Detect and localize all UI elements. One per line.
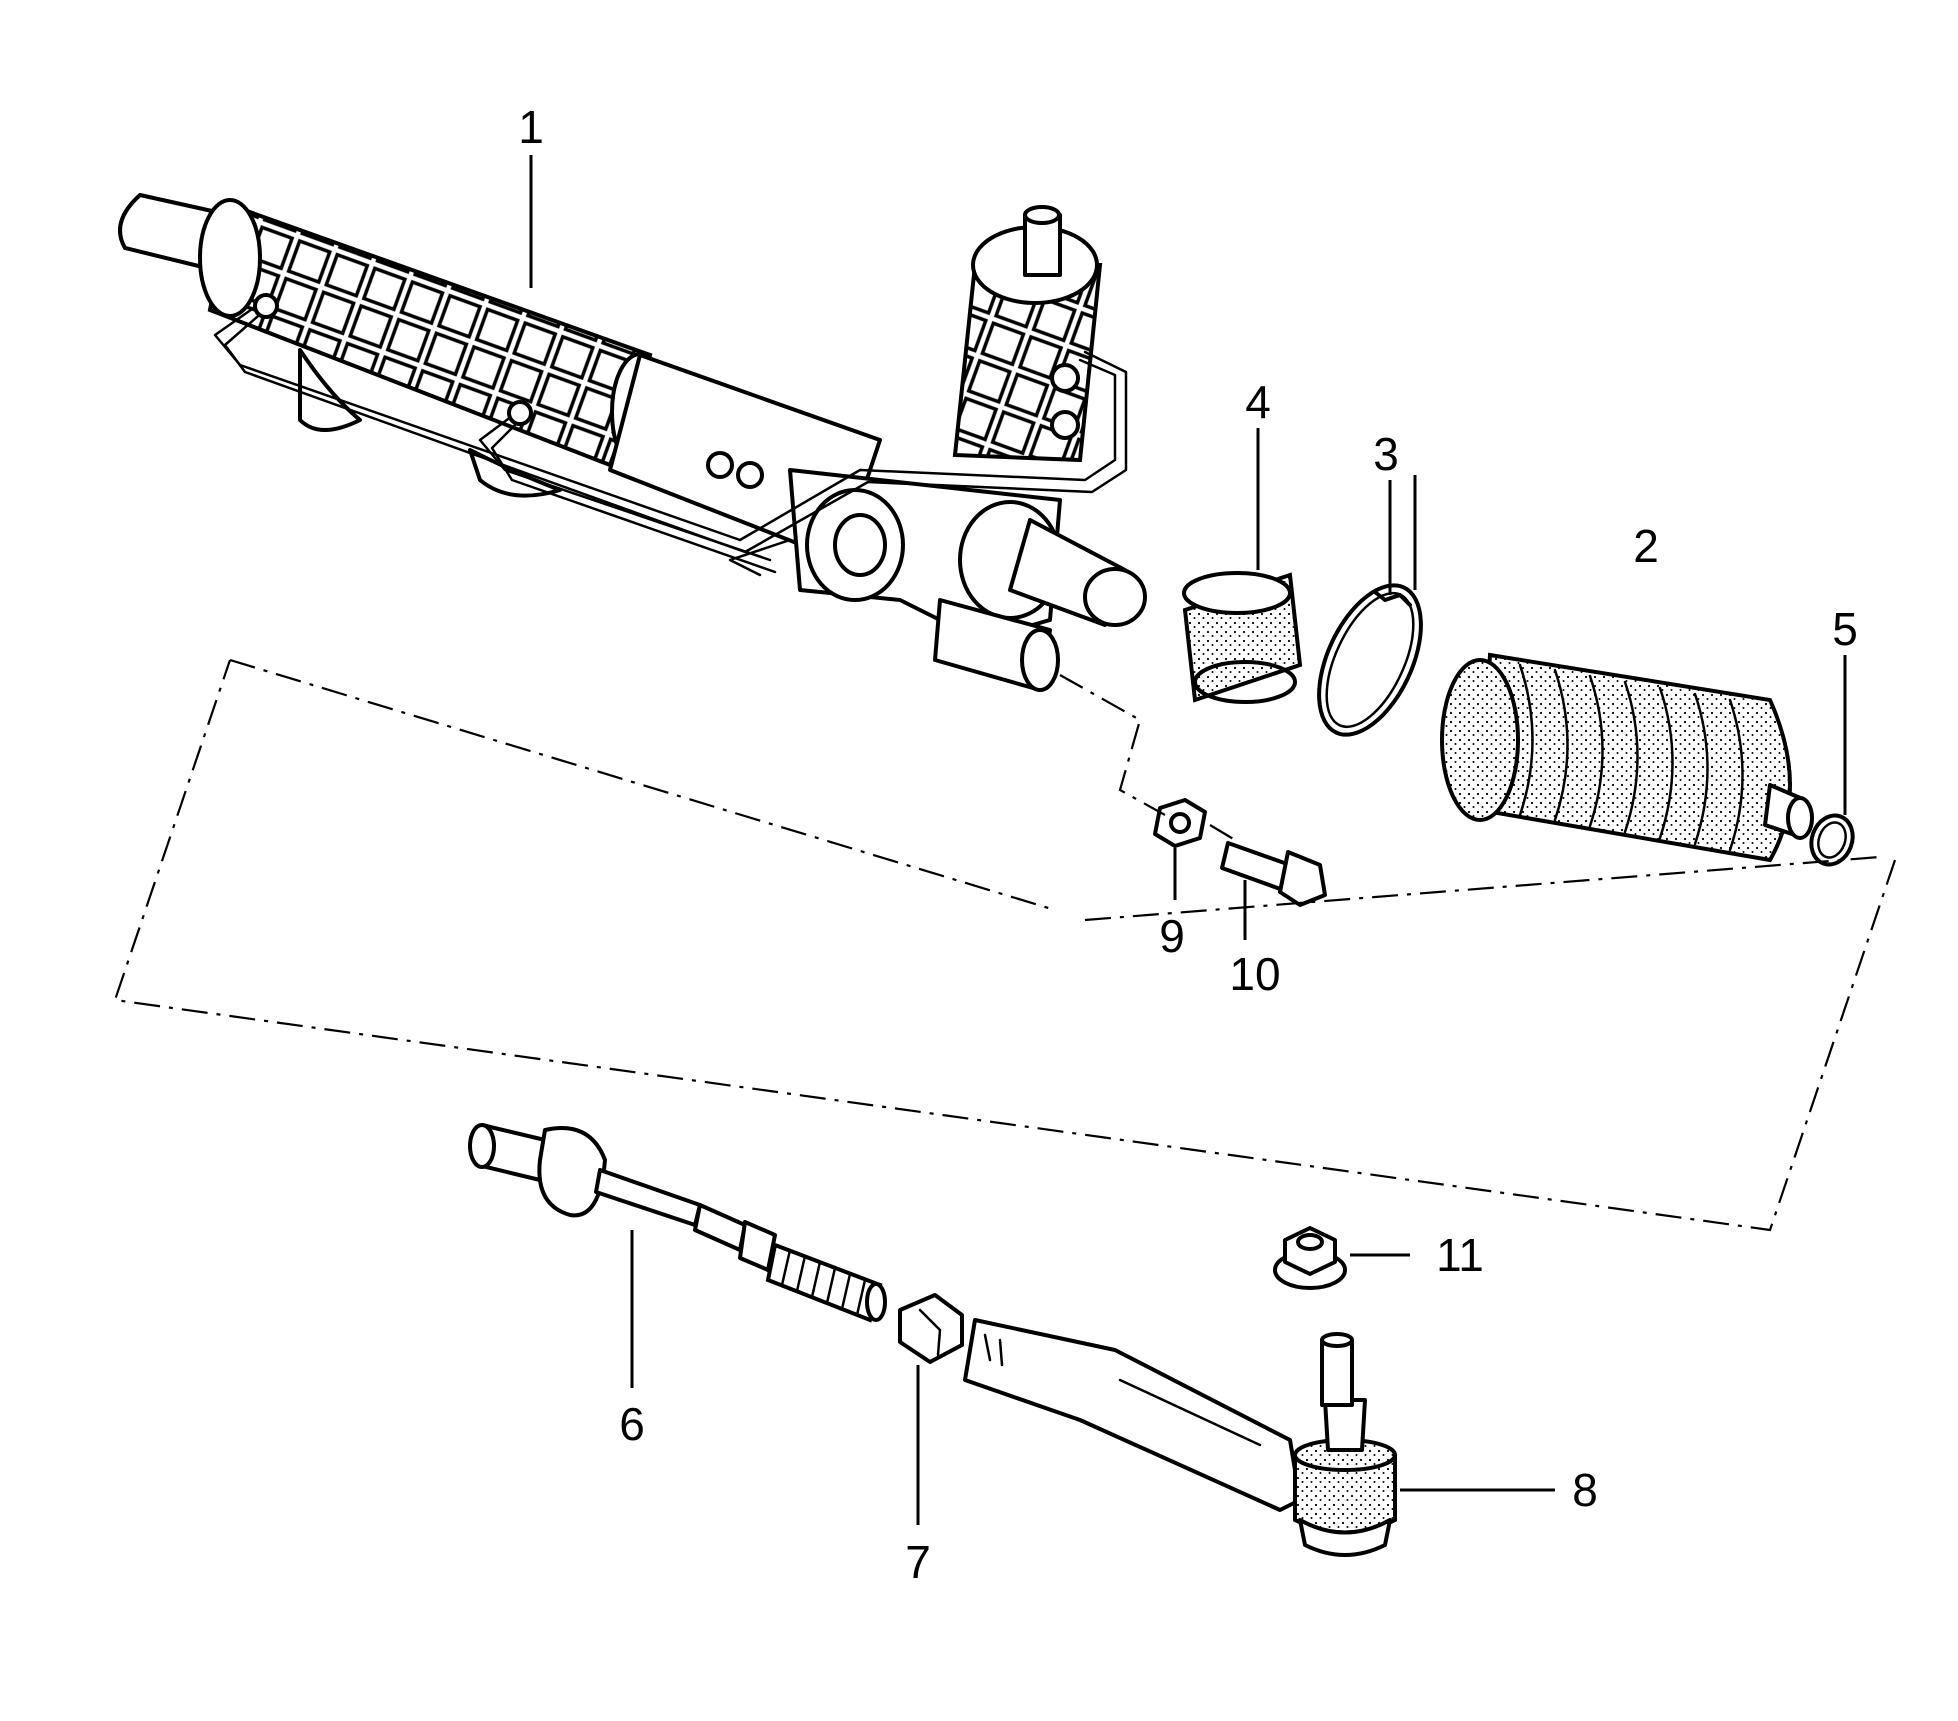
assembly-frame-dashdot [113,658,1897,1232]
ball-joint-stud-thread [1320,1338,1354,1407]
clamp-inner [1325,591,1415,729]
lower-fitting-end [1020,628,1060,692]
housing-left-collar [198,198,262,318]
part-4-sleeve [1182,571,1303,704]
tie-rod-end-detail [983,1333,1262,1447]
tie-rod-thread-end [865,1282,887,1322]
bore-left-inner [833,513,887,577]
hydraulic-line-upper [213,298,1117,542]
rack-housing-grid [207,202,653,468]
part-6-inner-tie-rod [468,1123,887,1323]
hydraulic-line-loop [728,538,792,577]
steering-rack-assembly [118,193,1147,692]
tie-rod-stud-end [468,1123,496,1169]
port-b [736,461,764,489]
clamp-outer [1317,583,1423,737]
flange-nut-hole [1296,1233,1324,1251]
tie-rod-thread [765,1242,883,1323]
line-fitting-1 [253,293,279,319]
callout-9: 9 [1159,910,1185,962]
part-5-clip [1809,813,1855,867]
hydraulic-line-upper-b [223,308,1128,554]
callout-10: 10 [1229,948,1280,1000]
tie-rod-shaft [594,1168,702,1227]
clip-ring [1809,813,1855,867]
line-fitting-2 [507,400,533,426]
ball-joint-stud-neck [1323,1398,1367,1452]
part-7-jam-nut [898,1293,964,1364]
sleeve-top [1182,571,1292,615]
input-shaft-tip [1023,205,1061,225]
bolt-10-head [1278,850,1327,907]
callout-2: 2 [1633,520,1659,572]
jam-nut-edge [918,1308,942,1357]
mount-dashdot-link [1059,674,1166,816]
callout-5: 5 [1832,603,1858,655]
hydraulic-line-lower-b [490,418,777,574]
jam-nut-hex [898,1293,964,1364]
tie-rod-collar [693,1203,747,1252]
line-fitting-3 [1050,363,1080,393]
leader-lines [529,155,1847,1525]
callout-4: 4 [1245,376,1271,428]
clip-ring-inner [1817,821,1847,859]
tie-rod-end-body [963,1318,1302,1512]
hydraulic-line-lower [478,408,772,562]
tie-rod-thread-lines [780,1248,867,1317]
nut-bolt-dashdot-link [1209,824,1236,841]
part-10-bolt [1220,841,1327,907]
ball-joint-base [1298,1518,1392,1557]
ball-joint-stud-tip [1320,1332,1354,1348]
callout-11: 11 [1436,1229,1484,1281]
clamp-tab [1373,590,1412,607]
callout-8: 8 [1572,1464,1598,1516]
mount-foot-left [298,348,362,432]
callout-6: 6 [619,1398,645,1450]
part-2-bellows [1440,652,1814,863]
tie-rod-ball-housing [537,1126,607,1218]
bellows-collar [1440,658,1520,822]
part-8-outer-tie-rod-end [963,1318,1397,1557]
nut-9-hole [1169,812,1191,834]
callout-1: 1 [518,101,544,153]
bellows-neck-end [1786,796,1814,840]
line-fitting-4 [1050,410,1080,440]
rack-right-end [1083,567,1147,627]
callout-7: 7 [905,1536,931,1588]
port-a [706,451,734,479]
part-11-flange-nut [1273,1226,1347,1290]
part-3-clamp [1317,583,1423,737]
part-9-nut [1153,798,1207,848]
callout-3: 3 [1373,428,1399,480]
bellows-folds [1518,663,1744,852]
callouts: 1 2 3 4 5 6 7 8 9 10 11 [518,101,1858,1588]
sleeve-bottom [1193,660,1297,704]
